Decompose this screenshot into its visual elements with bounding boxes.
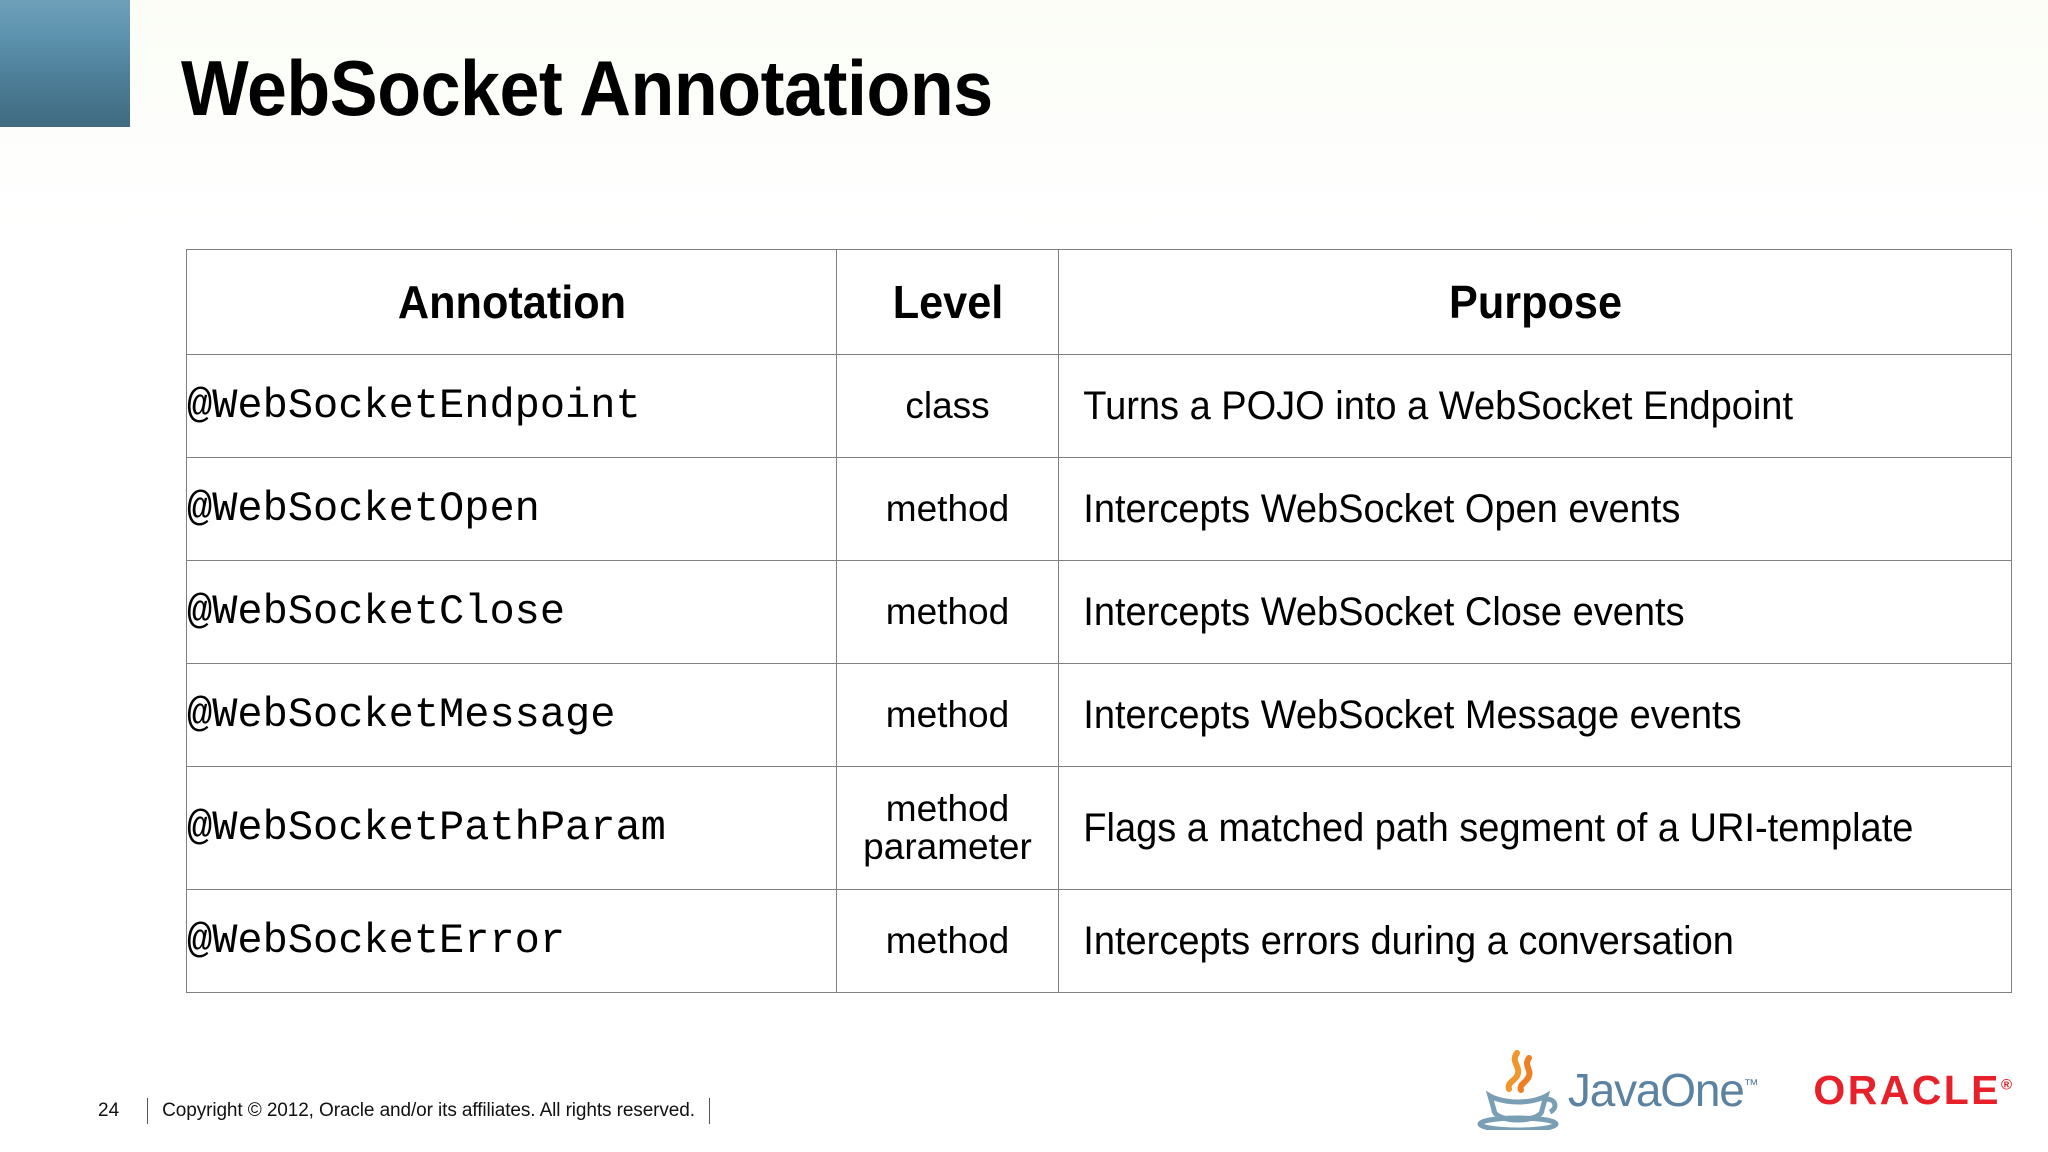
footer-logos: JavaOne™ ORACLE® <box>1470 1050 2012 1130</box>
table-row: @WebSocketOpen method Intercepts WebSock… <box>186 457 2012 561</box>
cell-level: method <box>836 889 1059 993</box>
websocket-annotations-table: Annotation Level Purpose @WebSocketEndpo… <box>186 249 2012 993</box>
cell-annotation: @WebSocketPathParam <box>186 766 837 890</box>
registered-mark-icon: ® <box>2000 1075 2012 1093</box>
table-row: @WebSocketEndpoint class Turns a POJO in… <box>186 354 2012 458</box>
page-number: 24 <box>98 1100 120 1121</box>
footer-divider-icon <box>708 1098 710 1124</box>
column-header-level: Level <box>842 249 1053 355</box>
javaone-logo: JavaOne™ <box>1470 1050 1759 1130</box>
trademark-icon: ™ <box>1743 1076 1759 1094</box>
footer-left-group: 24 Copyright © 2012, Oracle and/or its a… <box>98 1098 724 1124</box>
cell-annotation: @WebSocketMessage <box>186 663 837 767</box>
cell-level: class <box>836 354 1059 458</box>
footer-divider-icon <box>147 1098 149 1124</box>
column-header-annotation: Annotation <box>205 249 818 355</box>
cell-level: method <box>836 560 1059 664</box>
table-row: @WebSocketClose method Intercepts WebSoc… <box>186 560 2012 664</box>
copyright-text: Copyright © 2012, Oracle and/or its affi… <box>162 1100 695 1121</box>
cell-purpose: Intercepts WebSocket Close events <box>1081 560 1989 664</box>
slide-footer: 24 Copyright © 2012, Oracle and/or its a… <box>0 1042 2048 1152</box>
cell-purpose: Intercepts WebSocket Message events <box>1081 663 1989 767</box>
cell-annotation: @WebSocketOpen <box>186 457 837 561</box>
table-header-row: Annotation Level Purpose <box>187 249 2012 355</box>
cell-annotation: @WebSocketError <box>186 889 837 993</box>
cell-annotation: @WebSocketClose <box>186 560 837 664</box>
javaone-text: JavaOne <box>1567 1064 1745 1116</box>
java-coffee-cup-icon <box>1477 1050 1559 1130</box>
cell-level: method <box>836 663 1059 767</box>
cell-purpose: Intercepts WebSocket Open events <box>1081 457 1989 561</box>
corner-accent-block <box>0 0 130 127</box>
cell-purpose: Turns a POJO into a WebSocket Endpoint <box>1081 354 1989 458</box>
table-row: @WebSocketMessage method Intercepts WebS… <box>186 663 2012 767</box>
table-row: @WebSocketError method Intercepts errors… <box>186 889 2012 993</box>
oracle-text: ORACLE <box>1813 1066 2001 1113</box>
javaone-wordmark: JavaOne™ <box>1567 1063 1759 1117</box>
cell-level: method <box>836 457 1059 561</box>
page-title: WebSocket Annotations <box>181 44 993 132</box>
column-header-purpose: Purpose <box>1086 249 1984 355</box>
cell-purpose: Flags a matched path segment of a URI-te… <box>1081 766 1989 890</box>
cell-purpose: Intercepts errors during a conversation <box>1081 889 1989 993</box>
cell-annotation: @WebSocketEndpoint <box>186 354 837 458</box>
oracle-logo: ORACLE® <box>1813 1067 2012 1114</box>
